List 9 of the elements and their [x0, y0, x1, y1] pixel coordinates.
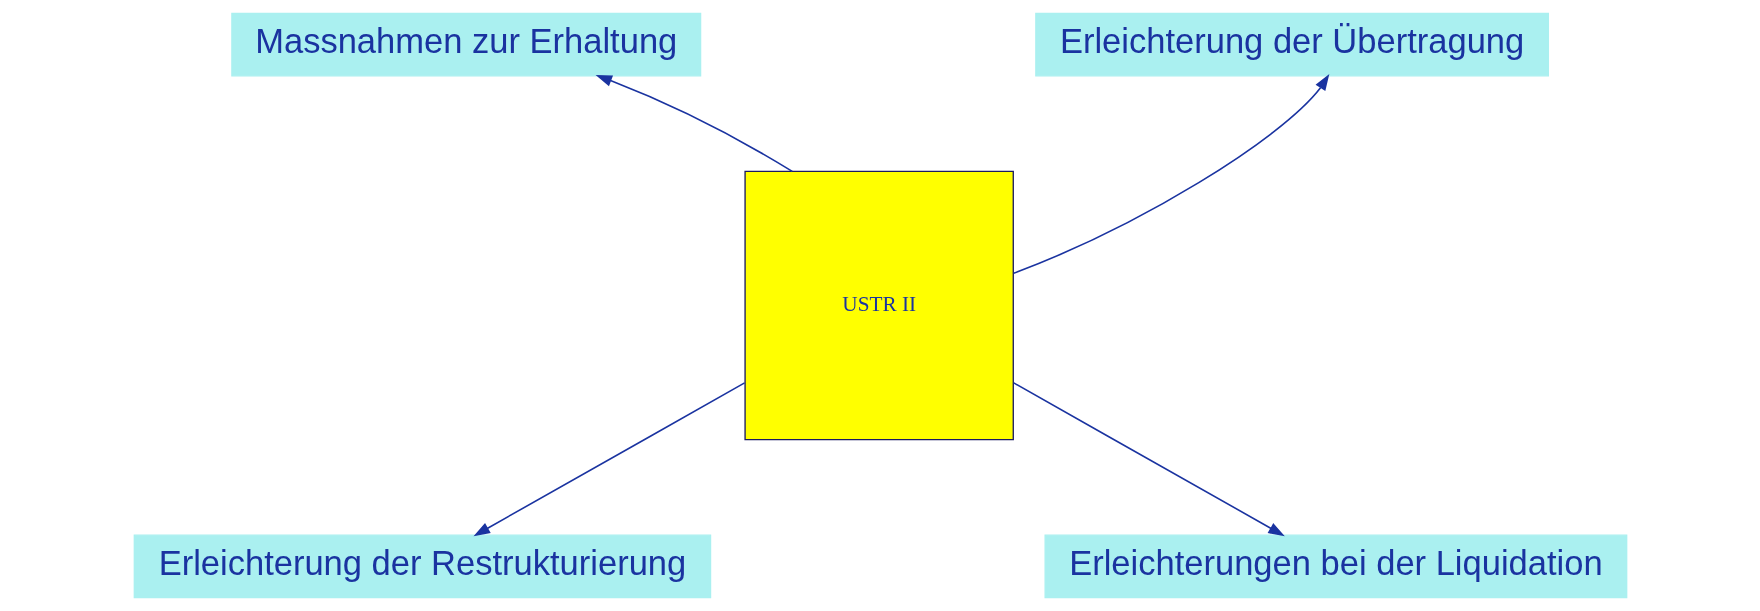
- arrow: [473, 382, 745, 537]
- node-box: Erleichterung der Übertragung: [1034, 12, 1549, 77]
- node-box: Erleichterung der Restrukturierung: [133, 534, 711, 599]
- node-box: Massnahmen zur Erhaltung: [230, 12, 701, 77]
- arrow: [595, 74, 793, 173]
- arrow: [1012, 382, 1285, 537]
- arrow: [1012, 74, 1329, 275]
- node-box: USTR II: [743, 170, 1014, 441]
- node-box: Erleichterungen bei der Liquidation: [1043, 534, 1627, 599]
